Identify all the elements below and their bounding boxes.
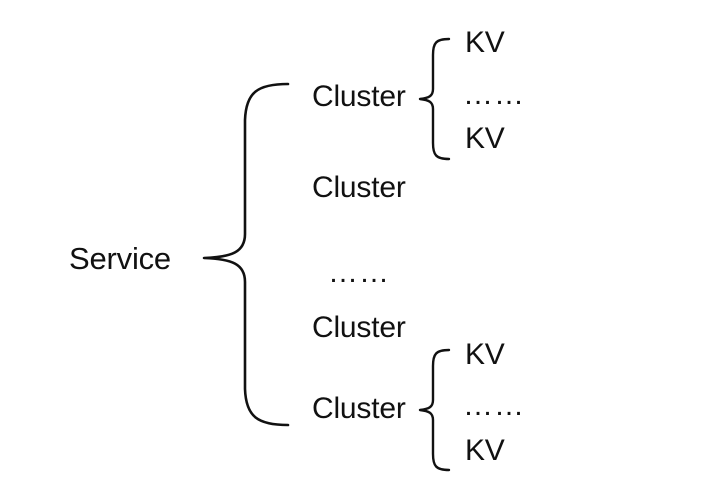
cluster-ellipsis: …… — [328, 256, 390, 289]
kv-node-label-bottom-2: KV — [465, 434, 505, 467]
cluster-to-kv-brace-icon-bottom — [418, 348, 451, 472]
kv-ellipsis-bottom: …… — [463, 389, 525, 422]
kv-node-label-bottom-1: KV — [465, 338, 505, 371]
service-to-clusters-brace-icon — [202, 82, 290, 427]
cluster-node-label-1: Cluster — [312, 80, 406, 113]
cluster-to-kv-brace-icon-top — [418, 37, 451, 161]
cluster-node-label-2: Cluster — [312, 171, 406, 204]
service-node-label: Service — [69, 241, 171, 276]
kv-node-label-top-2: KV — [465, 122, 505, 155]
kv-ellipsis-top: …… — [463, 78, 525, 111]
kv-node-label-top-1: KV — [465, 26, 505, 59]
cluster-node-label-3: Cluster — [312, 311, 406, 344]
cluster-node-label-4: Cluster — [312, 392, 406, 425]
